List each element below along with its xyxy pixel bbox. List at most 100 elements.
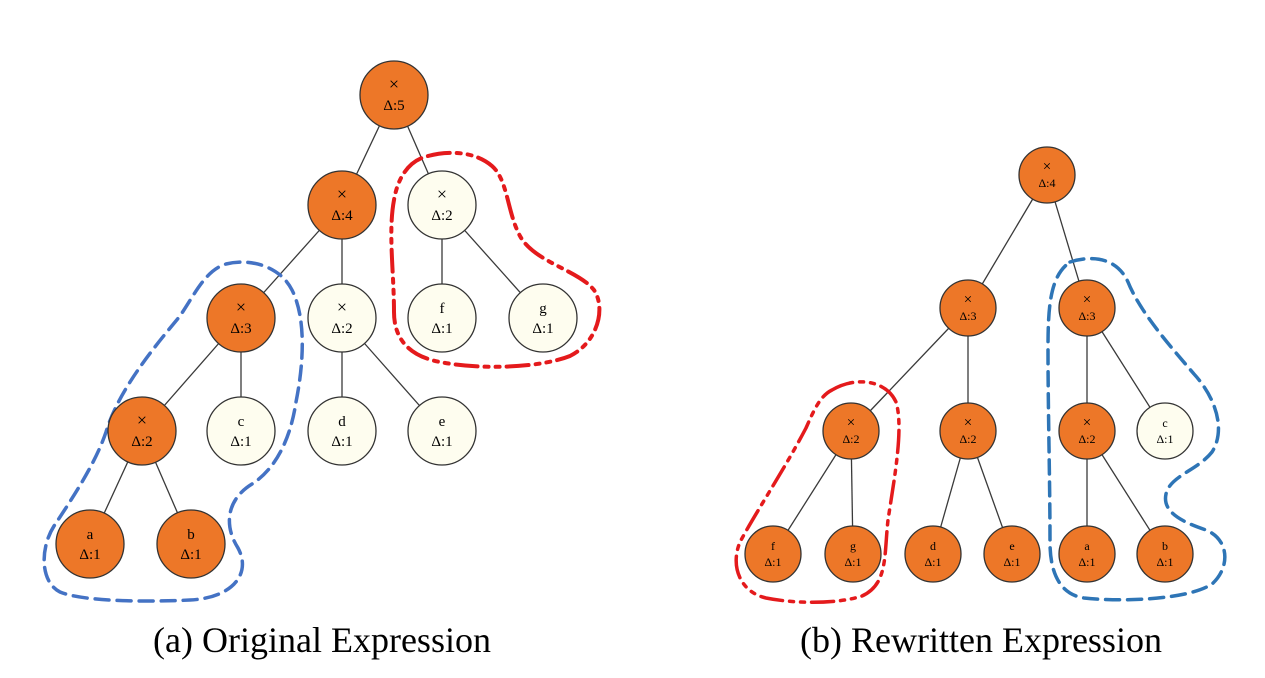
- caption-a: (a) Original Expression: [153, 620, 491, 660]
- tree-node: ×Δ:2: [1058, 402, 1116, 460]
- node-delta-label: Δ:2: [431, 208, 452, 224]
- tree-node: fΔ:1: [744, 525, 802, 583]
- node-operator-label: ×: [437, 184, 447, 204]
- node-circle: [508, 283, 578, 353]
- node-delta-label: Δ:1: [1078, 555, 1095, 569]
- node-circle: [1058, 402, 1116, 460]
- node-delta-label: Δ:1: [180, 547, 201, 563]
- node-circle: [407, 170, 477, 240]
- node-operator-label: b: [1162, 539, 1168, 553]
- red-outline-fg-subtree-rewritten: [734, 380, 901, 604]
- blue-outline-ab-subtree: [42, 260, 305, 603]
- node-circle: [407, 396, 477, 466]
- node-circle: [983, 525, 1041, 583]
- node-operator-label: ×: [1083, 292, 1091, 308]
- node-delta-label: Δ:1: [331, 434, 352, 450]
- tree-node: gΔ:1: [824, 525, 882, 583]
- node-operator-label: a: [1084, 539, 1090, 553]
- tree-node: cΔ:1: [1136, 402, 1194, 460]
- node-circle: [359, 60, 429, 130]
- node-operator-label: e: [439, 414, 446, 430]
- node-operator-label: d: [930, 539, 936, 553]
- node-delta-label: Δ:2: [842, 432, 859, 446]
- node-delta-label: Δ:1: [844, 555, 861, 569]
- node-delta-label: Δ:1: [764, 555, 781, 569]
- node-delta-label: Δ:1: [1156, 432, 1173, 446]
- tree-node: bΔ:1: [1136, 525, 1194, 583]
- node-delta-label: Δ:2: [131, 434, 152, 450]
- node-delta-label: Δ:2: [1078, 432, 1095, 446]
- red-outline-fg-subtree: [389, 150, 602, 369]
- node-delta-label: Δ:1: [1003, 555, 1020, 569]
- node-delta-label: Δ:3: [1078, 309, 1095, 323]
- node-circle: [307, 283, 377, 353]
- tree-nodes: ×Δ:5×Δ:4×Δ:2×Δ:3×Δ:2fΔ:1gΔ:1×Δ:2cΔ:1dΔ:1…: [55, 60, 1194, 583]
- node-operator-label: f: [440, 301, 445, 317]
- tree-node: aΔ:1: [55, 509, 125, 579]
- node-circle: [307, 170, 377, 240]
- node-operator-label: ×: [964, 292, 972, 308]
- node-delta-label: Δ:4: [1038, 176, 1055, 190]
- node-delta-label: Δ:2: [959, 432, 976, 446]
- tree-node: eΔ:1: [407, 396, 477, 466]
- node-operator-label: b: [187, 527, 195, 543]
- node-operator-label: ×: [389, 74, 399, 94]
- node-circle: [904, 525, 962, 583]
- node-delta-label: Δ:1: [532, 321, 553, 337]
- node-circle: [939, 279, 997, 337]
- node-circle: [55, 509, 125, 579]
- node-circle: [107, 396, 177, 466]
- node-circle: [1136, 525, 1194, 583]
- tree-node: fΔ:1: [407, 283, 477, 353]
- node-operator-label: ×: [964, 415, 972, 431]
- node-operator-label: ×: [137, 410, 147, 430]
- node-circle: [1018, 146, 1076, 204]
- blue-outline-ab-subtree-rewritten: [1046, 256, 1227, 602]
- tree-node: ×Δ:3: [1058, 279, 1116, 337]
- node-delta-label: Δ:5: [383, 98, 404, 114]
- node-operator-label: c: [1162, 416, 1167, 430]
- node-delta-label: Δ:3: [959, 309, 976, 323]
- tree-node: dΔ:1: [904, 525, 962, 583]
- tree-node: ×Δ:4: [1018, 146, 1076, 204]
- tree-node: × Δ:5: [359, 60, 429, 130]
- node-circle: [824, 525, 882, 583]
- node-delta-label: Δ:2: [331, 321, 352, 337]
- node-operator-label: ×: [337, 184, 347, 204]
- tree-node: bΔ:1: [156, 509, 226, 579]
- node-circle: [1058, 525, 1116, 583]
- node-operator-label: ×: [236, 297, 246, 317]
- node-circle: [407, 283, 477, 353]
- node-operator-label: a: [87, 527, 94, 543]
- tree-node: dΔ:1: [307, 396, 377, 466]
- node-delta-label: Δ:1: [431, 434, 452, 450]
- node-operator-label: g: [539, 301, 547, 317]
- caption-b: (b) Rewritten Expression: [800, 620, 1162, 660]
- tree-node: eΔ:1: [983, 525, 1041, 583]
- node-delta-label: Δ:4: [331, 208, 353, 224]
- node-delta-label: Δ:1: [431, 321, 452, 337]
- node-delta-label: Δ:1: [924, 555, 941, 569]
- node-operator-label: ×: [847, 415, 855, 431]
- node-operator-label: ×: [1043, 159, 1051, 175]
- node-circle: [307, 396, 377, 466]
- tree-node: gΔ:1: [508, 283, 578, 353]
- node-circle: [156, 509, 226, 579]
- tree-node: ×Δ:2: [307, 283, 377, 353]
- node-circle: [1136, 402, 1194, 460]
- node-operator-label: d: [338, 414, 346, 430]
- tree-node: × Δ:4: [307, 170, 377, 240]
- tree-node: ×Δ:2: [822, 402, 880, 460]
- tree-node: × Δ:2: [107, 396, 177, 466]
- node-operator-label: f: [771, 539, 775, 553]
- tree-node: × Δ:2: [407, 170, 477, 240]
- node-delta-label: Δ:1: [1156, 555, 1173, 569]
- node-operator-label: ×: [1083, 415, 1091, 431]
- node-circle: [744, 525, 802, 583]
- node-operator-label: g: [850, 539, 856, 553]
- subtree-outlines: [42, 150, 1227, 604]
- node-circle: [206, 283, 276, 353]
- node-circle: [206, 396, 276, 466]
- node-circle: [939, 402, 997, 460]
